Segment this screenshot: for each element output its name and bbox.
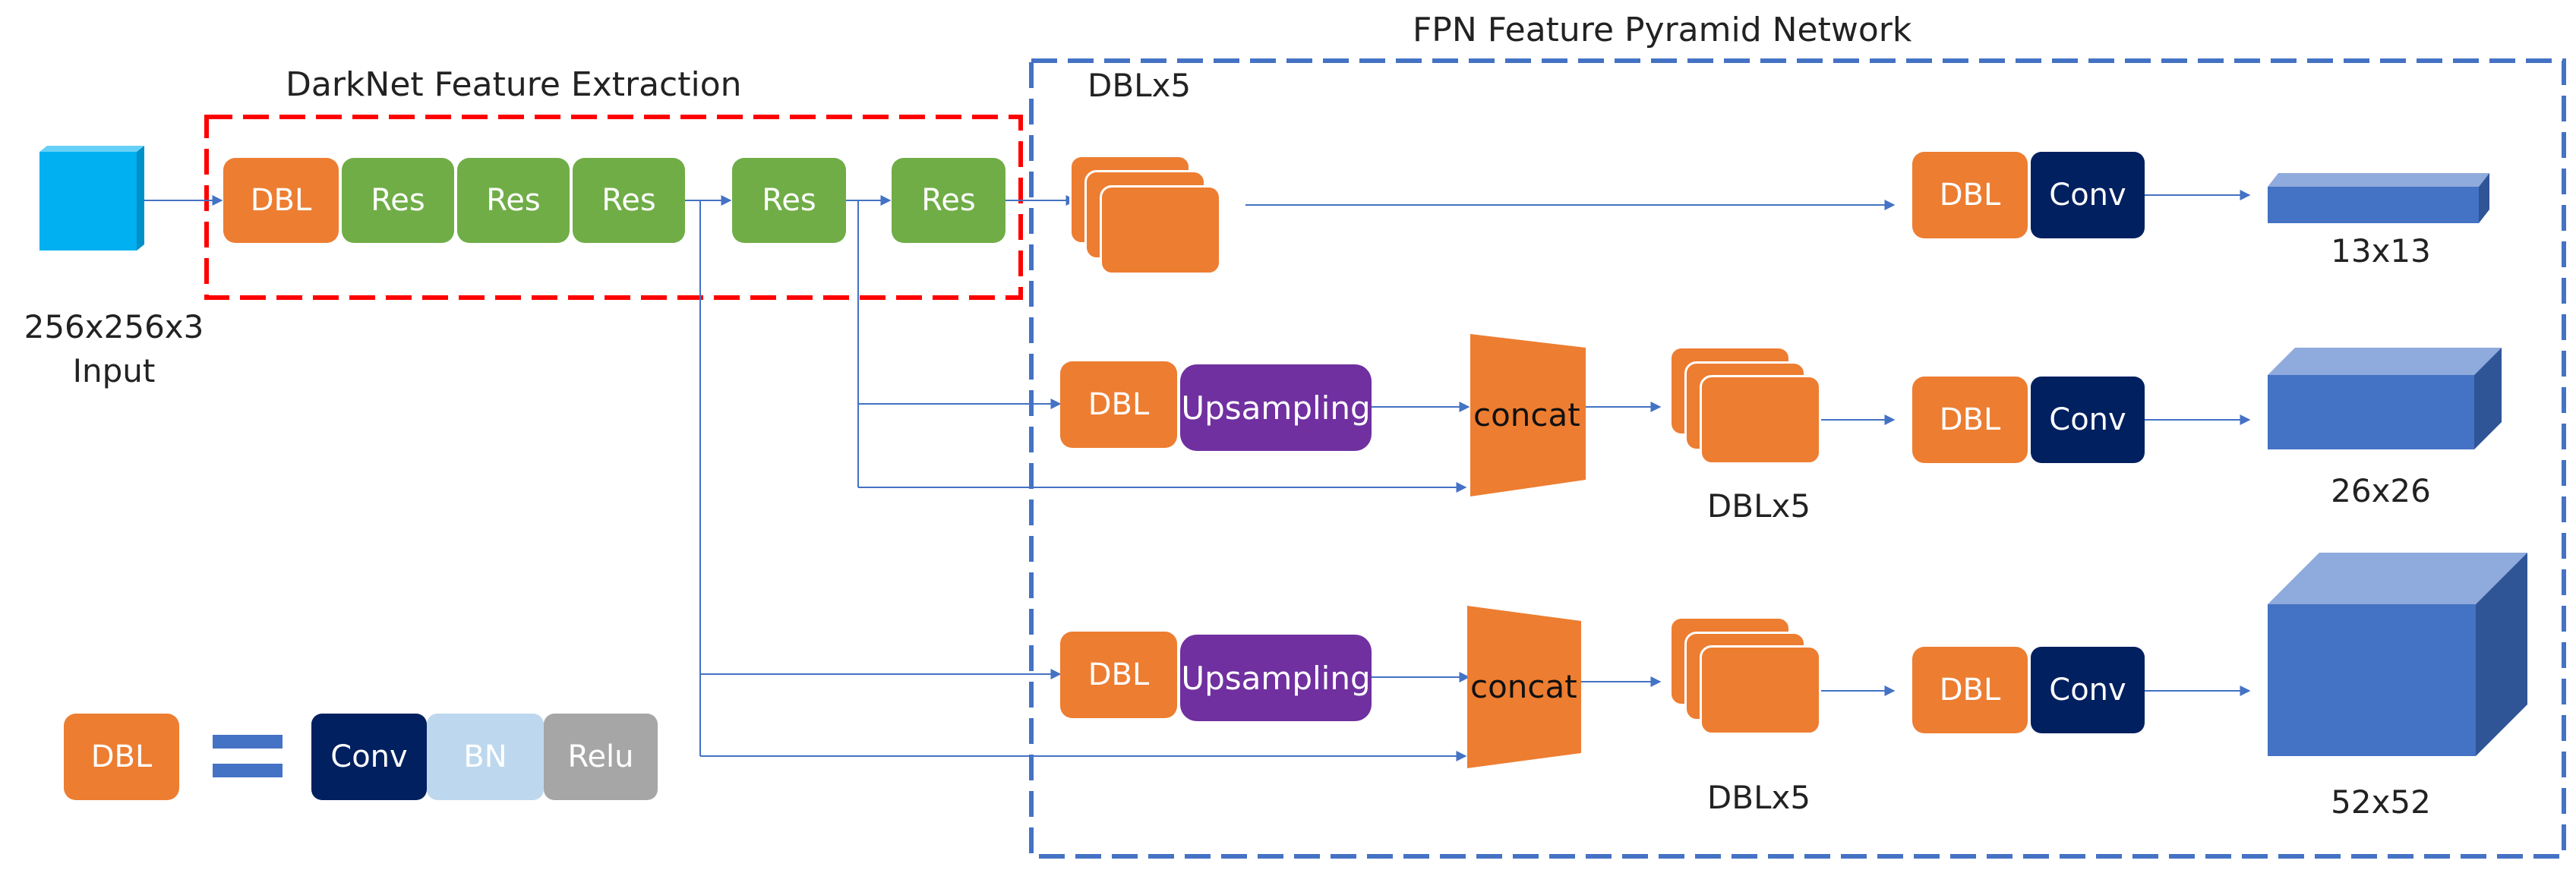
top-branch-conv: Conv [2031,152,2145,238]
mid-dblx5-stack-layer-3 [1700,375,1821,465]
mid-branch-dbl-2: DBL [1912,377,2028,463]
input-cube [39,146,144,251]
concat-mid-shape [1470,334,1586,496]
legend-conv: Conv [311,714,427,800]
fpn-region-border [1029,58,2566,859]
concat-bot-shape [1467,606,1581,768]
output-26x26-label: 26x26 [2331,472,2431,509]
backbone-res-block-4: Res [732,158,846,243]
fpn-title: FPN Feature Pyramid Network [1413,11,1912,49]
bot-branch-dbl-2: DBL [1912,647,2028,733]
output-52x52-label: 52x52 [2331,783,2431,821]
mid-branch-conv: Conv [2031,377,2145,463]
output-cube-52x52 [2268,553,2527,756]
legend-equals-bar-bottom [213,764,283,777]
backbone-dbl-block: DBL [223,158,339,243]
mid-branch-dbl: DBL [1060,361,1177,448]
backbone-res-block-1: Res [342,158,454,243]
bot-dblx5-label: DBLx5 [1706,779,1811,816]
legend-equals-bar-top [213,735,283,749]
backbone-res-block-5: Res [892,158,1005,243]
output-cube-26x26 [2268,348,2502,449]
dblx5-top-label: DBLx5 [1088,67,1192,104]
legend-relu: Relu [544,714,658,800]
backbone-res-block-3: Res [573,158,685,243]
backbone-flow [144,190,2251,761]
mid-dblx5-label: DBLx5 [1706,487,1811,525]
darknet-region-border [204,115,1023,300]
input-label: Input [72,352,156,389]
bot-branch-conv: Conv [2031,647,2145,733]
bot-branch-upsampling: Upsampling [1180,635,1372,721]
darknet-title: DarkNet Feature Extraction [286,65,742,104]
backbone-res-block-2: Res [457,158,570,243]
bot-dblx5-stack-layer-3 [1700,645,1821,735]
mid-branch-upsampling: Upsampling [1180,364,1372,451]
legend-dbl: DBL [64,714,179,800]
output-13x13-label: 13x13 [2331,232,2431,269]
top-branch-dbl: DBL [1912,152,2028,238]
input-size-label: 256x256x3 [24,308,204,345]
dblx5-stack-top-layer-3 [1100,185,1221,275]
bot-branch-dbl: DBL [1060,632,1177,718]
legend-bn: BN [427,714,544,800]
mid-concat-label: concat [1473,396,1580,433]
bot-concat-label: concat [1470,668,1577,705]
output-cube-13x13 [2268,173,2489,223]
